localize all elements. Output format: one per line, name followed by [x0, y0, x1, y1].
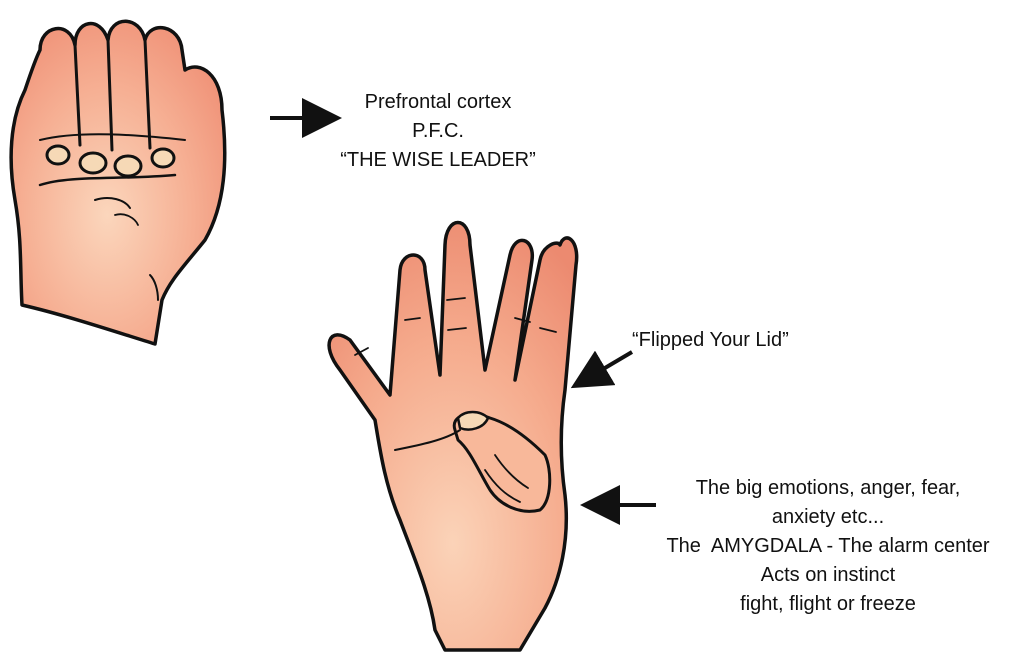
flipped-lid-label: “Flipped Your Lid” [632, 329, 852, 352]
amygdala-line-2: anxiety etc... [628, 503, 1028, 532]
amygdala-line-1: The big emotions, anger, fear, [628, 474, 1028, 503]
amygdala-line-5: fight, flight or freeze [628, 590, 1028, 619]
amygdala-label: The big emotions, anger, fear, anxiety e… [628, 474, 1028, 619]
pfc-nickname: “THE WISE LEADER” [318, 146, 558, 175]
pfc-label: Prefrontal cortex P.F.C. “THE WISE LEADE… [318, 88, 558, 175]
amygdala-line-3: The AMYGDALA - The alarm center [628, 532, 1028, 561]
pfc-abbreviation: P.F.C. [318, 117, 558, 146]
lid-arrow [588, 352, 632, 378]
fist-icon [11, 21, 225, 344]
amygdala-line-4: Acts on instinct [628, 561, 1028, 590]
pfc-title: Prefrontal cortex [318, 88, 558, 117]
flipped-lid-text: “Flipped Your Lid” [632, 329, 852, 352]
open-hand-icon [329, 223, 577, 651]
